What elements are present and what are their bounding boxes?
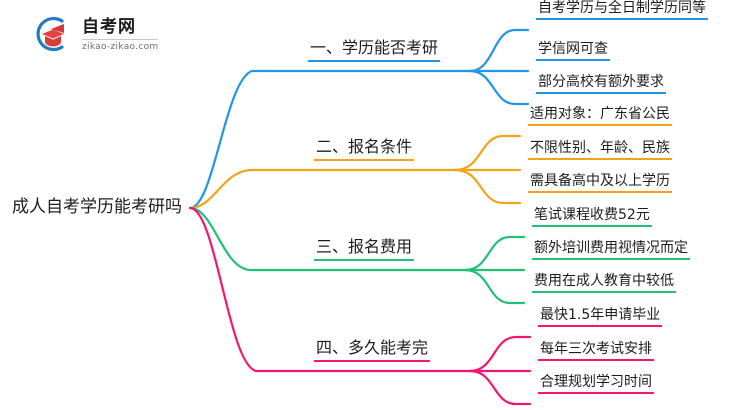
- branch-3-label: 三、报名费用: [316, 237, 413, 256]
- branch-2-label-wrap: 二、报名条件: [314, 137, 415, 162]
- branch-1-connectors: [188, 28, 530, 210]
- root-to-branch-2-curve: [188, 168, 457, 210]
- leaf-4-1-label: 最快1.5年申请毕业: [540, 307, 661, 323]
- mindmap-leaf-node-4-3[interactable]: 合理规划学习时间: [538, 374, 654, 395]
- leaf-1-2-label: 学信网可查: [538, 41, 608, 57]
- mindmap-leaf-node-2-3[interactable]: 需具备高中及以上学历: [528, 173, 672, 194]
- leaf-1-2-label-wrap: 学信网可查: [536, 41, 610, 62]
- root-node-label: 成人自考学历能考研吗: [12, 197, 182, 217]
- leaf-2-2-label-wrap: 不限性别、年龄、民族: [528, 140, 672, 161]
- leaf-2-1-label: 适用对象：广东省公民: [530, 106, 670, 122]
- leaf-3-3-label-wrap: 费用在成人教育中较低: [532, 273, 676, 294]
- logo-name: 自考网: [82, 16, 136, 37]
- branch-2-to-leaf-3-curve: [453, 168, 522, 205]
- branch-3-to-leaf-1-curve: [463, 235, 526, 272]
- logo-text: 自考网 zikao-zikao.com: [82, 16, 159, 52]
- branch-3-to-leaf-3-curve: [463, 268, 526, 305]
- leaf-4-3-label: 合理规划学习时间: [540, 374, 652, 390]
- mindmap-leaf-node-3-3[interactable]: 费用在成人教育中较低: [532, 273, 676, 294]
- leaf-4-1-label-wrap: 最快1.5年申请毕业: [538, 307, 663, 328]
- leaf-1-1-label-wrap: 自考学历与全日制学历同等: [536, 0, 708, 21]
- root-to-branch-1-curve: [188, 69, 472, 210]
- leaf-4-2-label-wrap: 每年三次考试安排: [538, 341, 654, 362]
- site-logo[interactable]: 自考网 zikao-zikao.com: [30, 12, 159, 56]
- root-node-label-wrap: 成人自考学历能考研吗: [10, 197, 184, 221]
- leaf-1-3-label: 部分高校有额外要求: [538, 74, 664, 90]
- mindmap-root-node[interactable]: 成人自考学历能考研吗: [10, 197, 184, 221]
- leaf-2-1-label-wrap: 适用对象：广东省公民: [528, 106, 672, 127]
- mindmap-leaf-node-1-2[interactable]: 学信网可查: [536, 41, 610, 62]
- branch-4-label: 四、多久能考完: [316, 338, 429, 357]
- branch-1-label: 一、学历能否考研: [310, 38, 439, 57]
- root-to-branch-3-curve: [188, 206, 467, 272]
- leaf-1-3-label-wrap: 部分高校有额外要求: [536, 74, 666, 95]
- branch-4-label-wrap: 四、多久能考完: [314, 338, 431, 363]
- logo-url: zikao-zikao.com: [82, 38, 159, 52]
- branch-4-to-leaf-3-curve: [468, 369, 532, 406]
- root-to-branch-4-curve: [188, 206, 472, 373]
- branch-1-to-leaf-3-curve: [468, 69, 530, 106]
- leaf-2-3-label-wrap: 需具备高中及以上学历: [528, 173, 672, 194]
- branch-2-connectors: [188, 134, 522, 210]
- leaf-3-1-label-wrap: 笔试课程收费52元: [532, 207, 652, 228]
- mindmap-leaf-node-2-2[interactable]: 不限性别、年龄、民族: [528, 140, 672, 161]
- branch-1-label-wrap: 一、学历能否考研: [308, 38, 441, 63]
- mindmap-leaf-node-4-2[interactable]: 每年三次考试安排: [538, 341, 654, 362]
- mindmap-leaf-node-3-2[interactable]: 额外培训费用视情况而定: [532, 240, 690, 261]
- branch-1-to-leaf-1-curve: [468, 28, 530, 73]
- mindmap-branch-node-4[interactable]: 四、多久能考完: [314, 338, 431, 363]
- graduation-cap-icon: [30, 12, 74, 56]
- mindmap-leaf-node-2-1[interactable]: 适用对象：广东省公民: [528, 106, 672, 127]
- mindmap-leaf-node-4-1[interactable]: 最快1.5年申请毕业: [538, 307, 663, 328]
- leaf-3-1-label: 笔试课程收费52元: [534, 207, 650, 223]
- mindmap-leaf-node-1-1[interactable]: 自考学历与全日制学历同等: [536, 0, 708, 21]
- leaf-1-1-label: 自考学历与全日制学历同等: [538, 0, 706, 16]
- branch-3-connectors: [188, 206, 526, 305]
- mindmap-branch-node-3[interactable]: 三、报名费用: [314, 237, 415, 262]
- mindmap-branch-node-1[interactable]: 一、学历能否考研: [308, 38, 441, 63]
- branch-4-to-leaf-1-curve: [468, 335, 532, 373]
- leaf-2-3-label: 需具备高中及以上学历: [530, 173, 670, 189]
- branch-3-label-wrap: 三、报名费用: [314, 237, 415, 262]
- branch-4-connectors: [188, 206, 532, 406]
- branch-2-to-leaf-1-curve: [453, 134, 522, 172]
- mindmap-branch-node-2[interactable]: 二、报名条件: [314, 137, 415, 162]
- leaf-4-2-label: 每年三次考试安排: [540, 341, 652, 357]
- leaf-4-3-label-wrap: 合理规划学习时间: [538, 374, 654, 395]
- mindmap-leaf-node-3-1[interactable]: 笔试课程收费52元: [532, 207, 652, 228]
- branch-2-label: 二、报名条件: [316, 137, 413, 156]
- leaf-3-3-label: 费用在成人教育中较低: [534, 273, 674, 289]
- leaf-2-2-label: 不限性别、年龄、民族: [530, 140, 670, 156]
- leaf-3-2-label: 额外培训费用视情况而定: [534, 240, 688, 256]
- mindmap-leaf-node-1-3[interactable]: 部分高校有额外要求: [536, 74, 666, 95]
- leaf-3-2-label-wrap: 额外培训费用视情况而定: [532, 240, 690, 261]
